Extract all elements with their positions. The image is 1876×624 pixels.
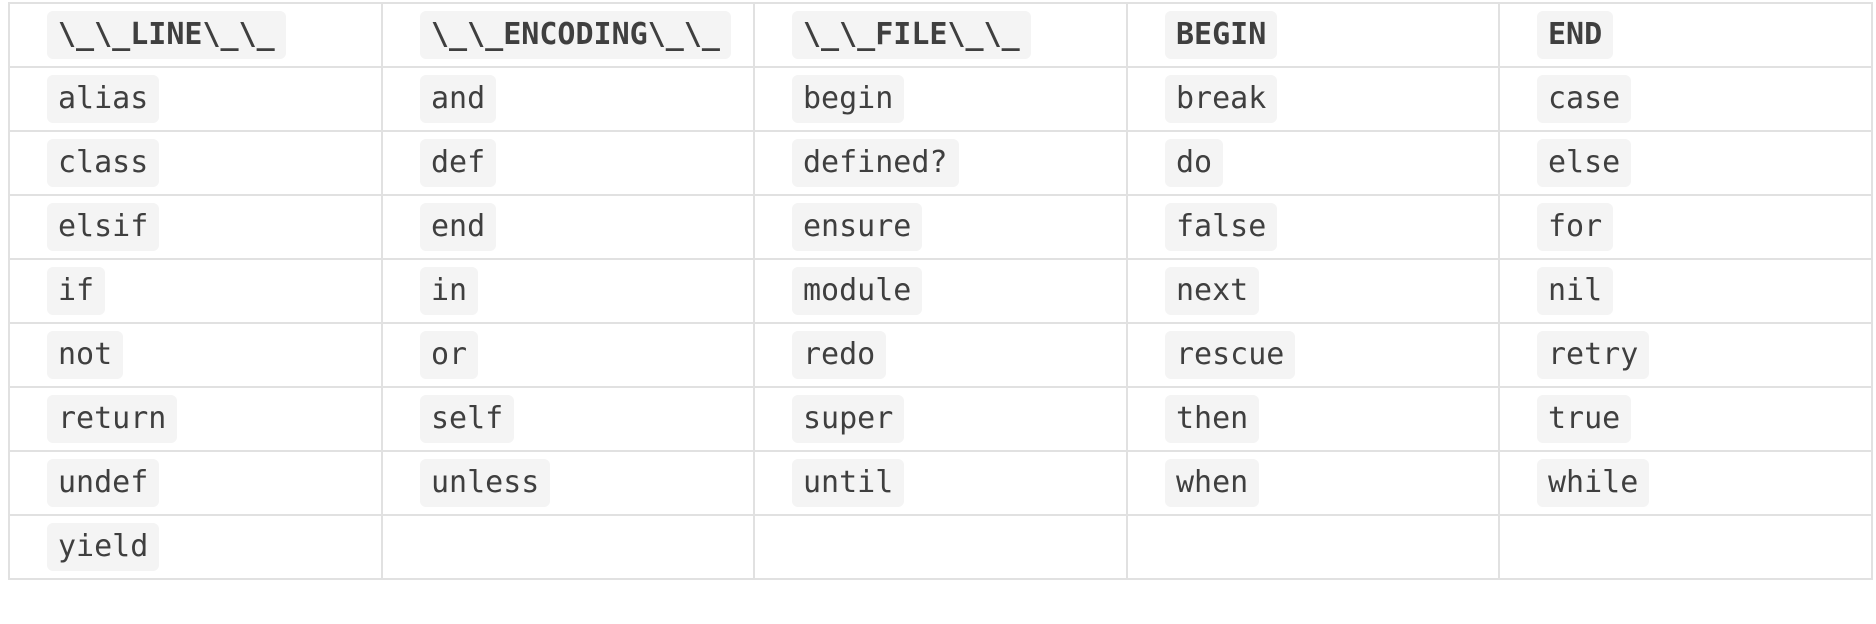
table-cell: nil bbox=[1498, 258, 1873, 324]
keyword-code: elsif bbox=[47, 203, 160, 251]
keyword-code: end bbox=[420, 203, 497, 251]
keyword-code: else bbox=[1537, 139, 1632, 187]
table-cell: if bbox=[8, 258, 383, 324]
table-row: class def defined? do else bbox=[8, 130, 1873, 196]
table-cell: end bbox=[381, 194, 755, 260]
keyword-code: not bbox=[47, 331, 124, 379]
keyword-code: case bbox=[1537, 75, 1632, 123]
table-cell: alias bbox=[8, 66, 383, 132]
keyword-code: ensure bbox=[792, 203, 923, 251]
table-cell: elsif bbox=[8, 194, 383, 260]
table-cell: and bbox=[381, 66, 755, 132]
table-cell: undef bbox=[8, 450, 383, 516]
table-cell: rescue bbox=[1126, 322, 1500, 388]
keyword-code: and bbox=[420, 75, 497, 123]
keyword-code: next bbox=[1165, 267, 1260, 315]
table-cell bbox=[1498, 514, 1873, 580]
table-cell bbox=[381, 514, 755, 580]
keyword-code: begin bbox=[792, 75, 905, 123]
keyword-code: in bbox=[420, 267, 479, 315]
table-row: if in module next nil bbox=[8, 258, 1873, 324]
keyword-code: self bbox=[420, 395, 515, 443]
header-cell: \_\_LINE\_\_ bbox=[8, 2, 383, 68]
keyword-code: for bbox=[1537, 203, 1614, 251]
keywords-table-container: \_\_LINE\_\_ \_\_ENCODING\_\_ \_\_FILE\_… bbox=[8, 2, 1873, 580]
keyword-code: module bbox=[792, 267, 923, 315]
keyword-code: super bbox=[792, 395, 905, 443]
table-cell: module bbox=[753, 258, 1128, 324]
table-cell bbox=[753, 514, 1128, 580]
table-cell: for bbox=[1498, 194, 1873, 260]
table-cell: in bbox=[381, 258, 755, 324]
table-cell: false bbox=[1126, 194, 1500, 260]
keyword-code: retry bbox=[1537, 331, 1650, 379]
table-cell: return bbox=[8, 386, 383, 452]
table-cell: self bbox=[381, 386, 755, 452]
table-cell: else bbox=[1498, 130, 1873, 196]
keyword-code: do bbox=[1165, 139, 1224, 187]
header-cell: \_\_FILE\_\_ bbox=[753, 2, 1128, 68]
table-cell: while bbox=[1498, 450, 1873, 516]
table-row: yield bbox=[8, 514, 1873, 580]
table-row: return self super then true bbox=[8, 386, 1873, 452]
keyword-code: or bbox=[420, 331, 479, 379]
table-cell: do bbox=[1126, 130, 1500, 196]
table-cell: unless bbox=[381, 450, 755, 516]
table-cell: yield bbox=[8, 514, 383, 580]
table-cell: case bbox=[1498, 66, 1873, 132]
table-cell: break bbox=[1126, 66, 1500, 132]
table-cell: defined? bbox=[753, 130, 1128, 196]
header-cell: BEGIN bbox=[1126, 2, 1500, 68]
header-cell: \_\_ENCODING\_\_ bbox=[381, 2, 755, 68]
keywords-table: \_\_LINE\_\_ \_\_ENCODING\_\_ \_\_FILE\_… bbox=[8, 2, 1873, 580]
table-cell: class bbox=[8, 130, 383, 196]
keyword-code: until bbox=[792, 459, 905, 507]
keyword-code: return bbox=[47, 395, 178, 443]
table-cell: true bbox=[1498, 386, 1873, 452]
keyword-code: yield bbox=[47, 523, 160, 571]
table-cell: retry bbox=[1498, 322, 1873, 388]
keyword-code: when bbox=[1165, 459, 1260, 507]
table-row: alias and begin break case bbox=[8, 66, 1873, 132]
keyword-code: \_\_FILE\_\_ bbox=[792, 11, 1031, 59]
table-cell: ensure bbox=[753, 194, 1128, 260]
keyword-code: undef bbox=[47, 459, 160, 507]
keyword-code: BEGIN bbox=[1165, 11, 1278, 59]
table-cell: when bbox=[1126, 450, 1500, 516]
keyword-code: alias bbox=[47, 75, 160, 123]
keyword-code: then bbox=[1165, 395, 1260, 443]
table-row: not or redo rescue retry bbox=[8, 322, 1873, 388]
keyword-code: END bbox=[1537, 11, 1614, 59]
keyword-code: nil bbox=[1537, 267, 1614, 315]
keyword-code: redo bbox=[792, 331, 887, 379]
table-cell: next bbox=[1126, 258, 1500, 324]
keyword-code: while bbox=[1537, 459, 1650, 507]
keyword-code: rescue bbox=[1165, 331, 1296, 379]
table-row: elsif end ensure false for bbox=[8, 194, 1873, 260]
keyword-code: class bbox=[47, 139, 160, 187]
table-cell: redo bbox=[753, 322, 1128, 388]
table-cell: def bbox=[381, 130, 755, 196]
table-cell: then bbox=[1126, 386, 1500, 452]
keyword-code: unless bbox=[420, 459, 551, 507]
table-cell: or bbox=[381, 322, 755, 388]
header-cell: END bbox=[1498, 2, 1873, 68]
keyword-code: break bbox=[1165, 75, 1278, 123]
keyword-code: def bbox=[420, 139, 497, 187]
table-header-row: \_\_LINE\_\_ \_\_ENCODING\_\_ \_\_FILE\_… bbox=[8, 2, 1873, 68]
table-cell: until bbox=[753, 450, 1128, 516]
table-row: undef unless until when while bbox=[8, 450, 1873, 516]
keyword-code: \_\_ENCODING\_\_ bbox=[420, 11, 731, 59]
keyword-code: \_\_LINE\_\_ bbox=[47, 11, 286, 59]
table-cell: super bbox=[753, 386, 1128, 452]
keyword-code: defined? bbox=[792, 139, 959, 187]
keyword-code: if bbox=[47, 267, 106, 315]
keyword-code: false bbox=[1165, 203, 1278, 251]
keyword-code: true bbox=[1537, 395, 1632, 443]
table-cell: begin bbox=[753, 66, 1128, 132]
table-cell: not bbox=[8, 322, 383, 388]
table-cell bbox=[1126, 514, 1500, 580]
